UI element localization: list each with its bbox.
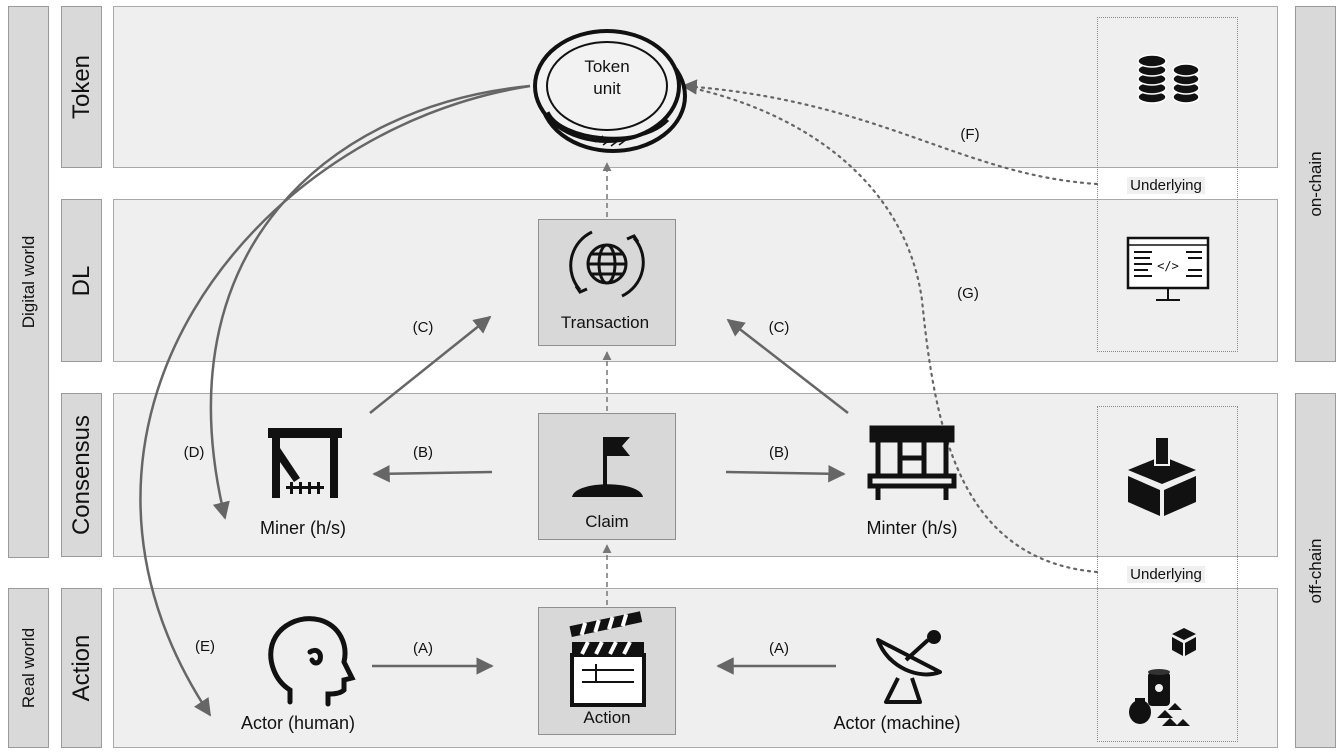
actor-human-label: Actor (human) [240, 713, 356, 733]
actor-machine-label: Actor (machine) [833, 713, 961, 733]
on-chain-label-box: on-chain [1295, 6, 1336, 362]
underlying-on-chain-label: Underlying [1127, 177, 1205, 194]
package-box-icon [1128, 436, 1196, 516]
edge-label-e: (E) [195, 638, 215, 655]
arrow-b-right [725, 464, 846, 483]
layer-label-consensus-box: Consensus [61, 393, 102, 557]
layer-label-action-box: Action [61, 588, 102, 748]
action-band [113, 588, 1278, 748]
minter-label: Minter (h/s) [866, 518, 958, 538]
flag-icon [572, 437, 643, 497]
underlying-off-chain-box [1097, 406, 1238, 742]
edge-label-b-right: (B) [769, 444, 789, 461]
clapperboard-icon [569, 611, 646, 707]
edge-label-a-right: (A) [769, 640, 789, 657]
small-cube-icon [1172, 628, 1196, 656]
transaction-label: Transaction [560, 313, 650, 332]
arrow-b-left [372, 464, 493, 483]
miner-label: Miner (h/s) [259, 518, 347, 538]
edge-label-g: (G) [957, 285, 979, 302]
edge-label-d: (D) [183, 444, 205, 461]
human-head-icon [268, 616, 356, 707]
satellite-dish-icon [876, 630, 942, 704]
real-world-label-box: Real world [8, 588, 49, 748]
underlying-off-chain-label: Underlying [1127, 566, 1205, 583]
code-monitor-icon: </> [1126, 236, 1210, 301]
dl-band [113, 199, 1278, 362]
layer-label-token-box: Token [61, 6, 102, 168]
minting-press-icon [867, 425, 957, 500]
coin-stacks-icon [1137, 54, 1200, 104]
consensus-band [113, 393, 1278, 557]
layer-label-dl-box: DL [61, 199, 102, 362]
globe-sync-icon [569, 230, 645, 298]
claim-label: Claim [585, 512, 629, 531]
arrow-d [209, 84, 531, 520]
arrow-c-right [726, 318, 849, 414]
edge-label-c-left: (C) [412, 319, 434, 336]
edge-label-f: (F) [960, 126, 980, 143]
off-chain-label-box: off-chain [1295, 393, 1336, 748]
edge-label-c-right: (C) [768, 319, 790, 336]
digital-world-label-box: Digital world [8, 6, 49, 558]
arrow-c-left [369, 315, 492, 414]
token-unit-label: Token unit [584, 57, 630, 98]
arrow-f [681, 79, 1099, 186]
mine-shaft-icon [268, 428, 342, 498]
edge-label-b-left: (B) [413, 444, 433, 461]
edge-label-a-left: (A) [413, 640, 433, 657]
token-coin-icon [533, 29, 687, 153]
arrow-g [681, 84, 1099, 574]
svg-text:</>: </> [1157, 259, 1179, 273]
arrow-e [139, 84, 531, 717]
action-label: Action [583, 708, 631, 727]
commodities-icon [1129, 669, 1190, 726]
